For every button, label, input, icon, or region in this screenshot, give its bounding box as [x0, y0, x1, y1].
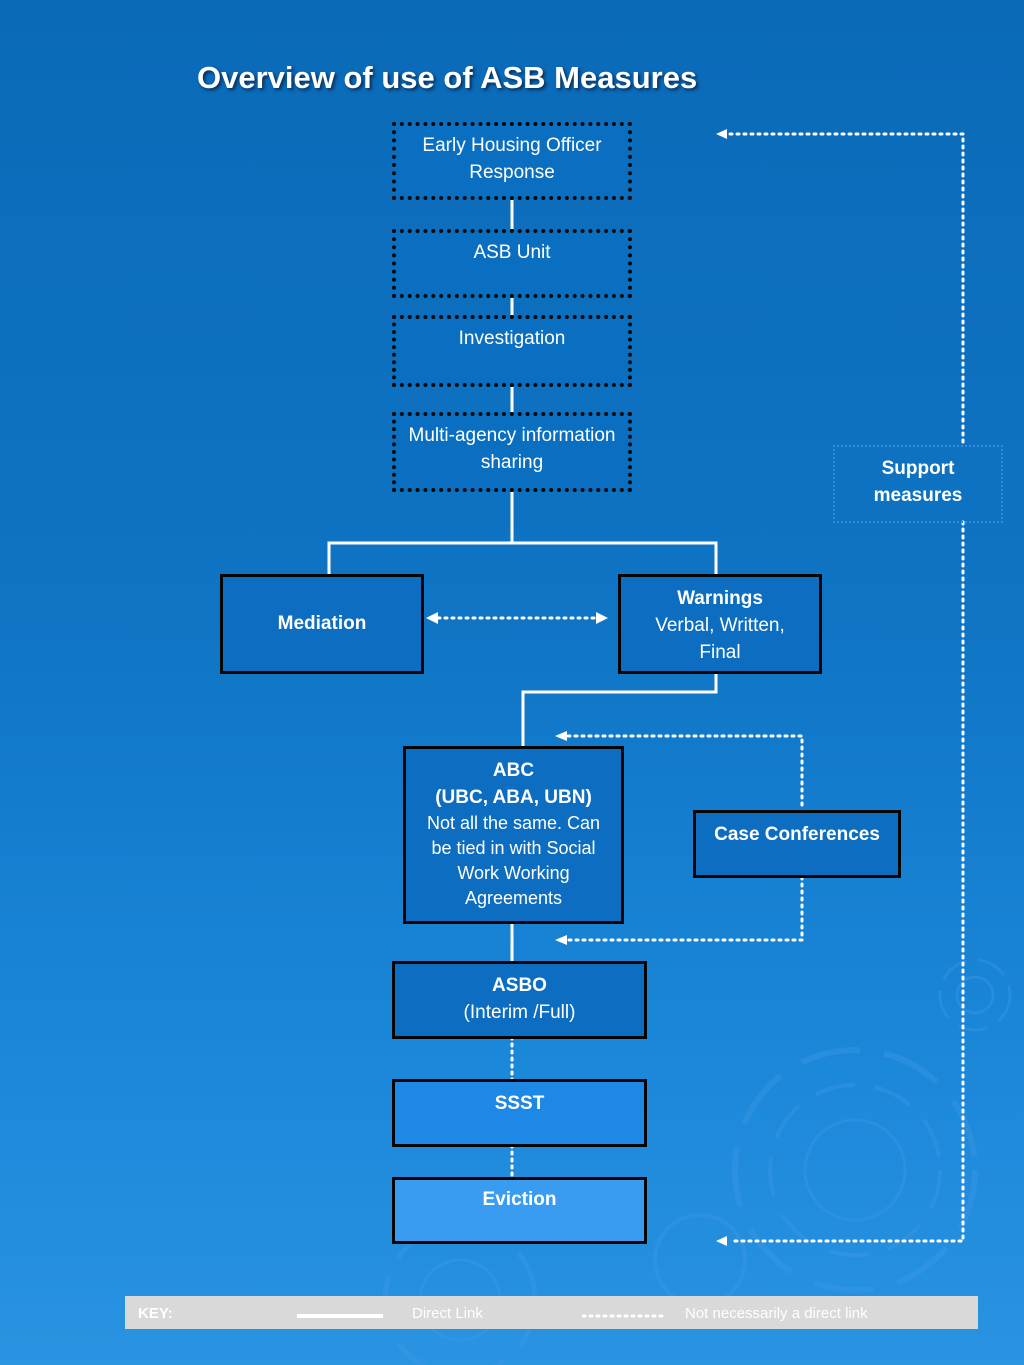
arrow-head [596, 612, 608, 624]
arrow-head [555, 731, 567, 741]
node-ssst: SSST [392, 1079, 647, 1147]
arrow-head [716, 129, 727, 139]
key-legend: KEY: Direct Link Not necessarily a direc… [125, 1296, 978, 1329]
node-label: Eviction [482, 1189, 557, 1210]
node-title: ABC [492, 760, 535, 781]
node-detail: Not all the same. Can be tied in with So… [426, 813, 601, 908]
key-label: KEY: [138, 1305, 173, 1322]
node-asbo: ASBO (Interim /Full) [392, 961, 647, 1039]
node-label: Early Housing Officer Response [422, 135, 602, 183]
node-subtitle: (UBC, ABA, UBN) [435, 787, 592, 808]
key-direct-link: Direct Link [412, 1305, 483, 1322]
arrow-head [426, 612, 438, 624]
node-early-housing-officer-response: Early Housing Officer Response [392, 122, 632, 200]
node-label: Multi-agency information sharing [408, 425, 616, 473]
node-label: ASB Unit [473, 242, 551, 263]
node-label: Support measures [873, 458, 963, 506]
node-asb-unit: ASB Unit [392, 229, 632, 298]
node-multi-agency-information-sharing: Multi-agency information sharing [392, 412, 632, 492]
node-eviction: Eviction [392, 1177, 647, 1244]
arrow-head [716, 1236, 727, 1246]
node-case-conferences: Case Conferences [693, 810, 901, 878]
indirect-link-swatch [582, 1314, 664, 1318]
node-label: Investigation [458, 328, 566, 349]
direct-link-swatch [297, 1314, 383, 1318]
node-warnings: Warnings Verbal, Written, Final [618, 574, 822, 674]
node-mediation: Mediation [220, 574, 424, 674]
node-title: ASBO [492, 975, 547, 996]
node-support-measures: Support measures [833, 445, 1003, 523]
node-label: Case Conferences [714, 824, 880, 845]
node-label: Mediation [277, 613, 367, 634]
page-title: Overview of use of ASB Measures [197, 60, 698, 95]
key-indirect-link: Not necessarily a direct link [685, 1305, 868, 1322]
node-detail: (Interim /Full) [463, 1002, 576, 1023]
node-investigation: Investigation [392, 315, 632, 387]
node-detail: Verbal, Written, Final [655, 615, 785, 663]
node-abc: ABC (UBC, ABA, UBN) Not all the same. Ca… [403, 746, 624, 924]
node-title: Warnings [677, 588, 763, 609]
node-label: SSST [494, 1093, 545, 1114]
arrow-head [555, 935, 567, 945]
